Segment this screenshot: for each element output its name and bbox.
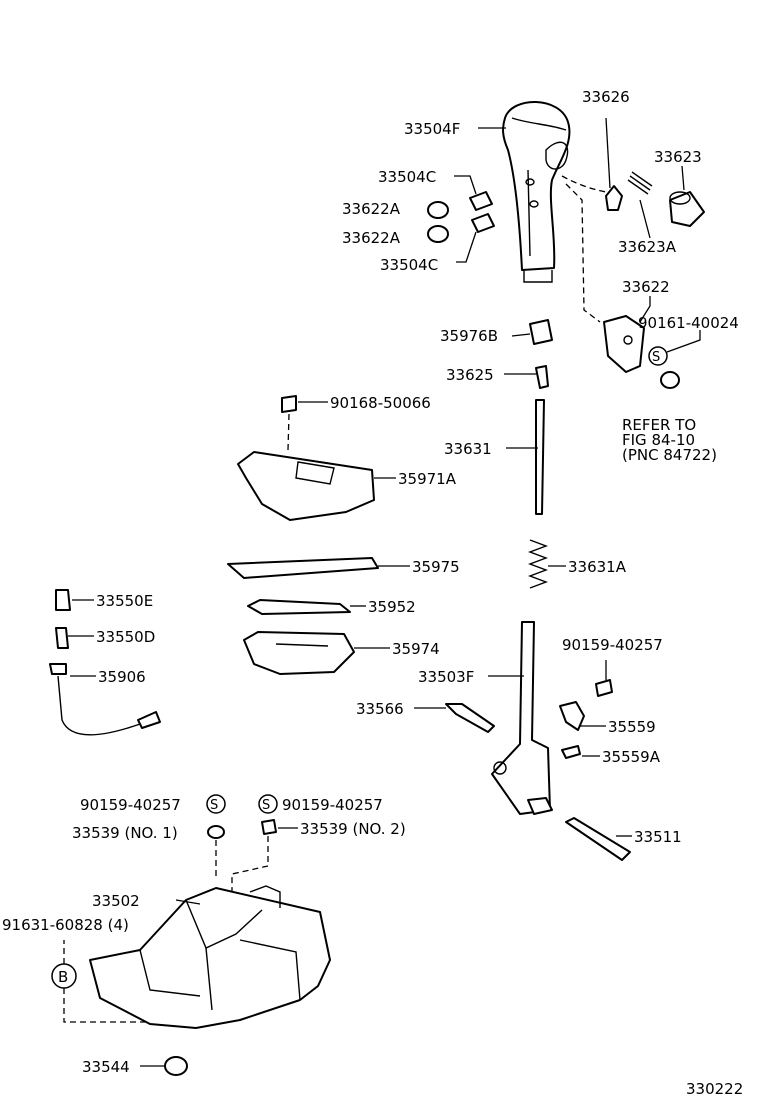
bushing-33539-1[interactable] [207, 825, 225, 839]
label-33622: 33622 [622, 278, 670, 296]
label-33550E: 33550E [96, 592, 153, 610]
s-mark-left-text: S [210, 798, 218, 813]
clip-35559A[interactable] [561, 745, 600, 759]
label-33625: 33625 [446, 366, 494, 384]
pin-33511[interactable] [565, 817, 632, 861]
cap-33622A-lower[interactable] [427, 225, 449, 243]
bushing-33539-2[interactable] [261, 819, 298, 835]
cap-33622A-upper[interactable] [427, 201, 449, 219]
s-mark-left: S [206, 794, 226, 814]
label-33504C-upper: 33504C [378, 168, 436, 186]
pin-33625[interactable] [504, 365, 549, 389]
label-35952: 35952 [368, 598, 416, 616]
label-35559: 35559 [608, 718, 656, 736]
bulb-33550E[interactable] [55, 589, 94, 611]
button-33623[interactable] [669, 165, 705, 227]
lever-33622[interactable] [603, 296, 651, 373]
screw-33504C-upper[interactable] [454, 175, 493, 211]
screw-90168[interactable] [281, 395, 328, 413]
catalog-number: 330222 [686, 1080, 743, 1098]
clip-33626[interactable] [605, 117, 623, 211]
refer-line-1: REFER TO [622, 416, 696, 434]
bushing-33544[interactable] [140, 1056, 188, 1076]
label-33504F: 33504F [404, 120, 460, 138]
label-35975: 35975 [412, 558, 460, 576]
socket-33550D[interactable] [55, 627, 94, 649]
label-33566: 33566 [356, 700, 404, 718]
lever-33503F[interactable] [488, 621, 553, 815]
label-90159-40257-a: 90159-40257 [562, 636, 663, 654]
b-mark: B [51, 963, 77, 989]
label-33626: 33626 [582, 88, 630, 106]
label-35971A: 35971A [398, 470, 457, 488]
nut-refer[interactable] [660, 371, 680, 389]
label-90168-50066: 90168-50066 [330, 394, 431, 412]
label-33502: 33502 [92, 892, 140, 910]
label-90161-40024: 90161-40024 [638, 314, 739, 332]
s-mark-text: S [652, 350, 660, 365]
label-33503F: 33503F [418, 668, 474, 686]
label-33631: 33631 [444, 440, 492, 458]
wire-35906[interactable] [49, 663, 161, 736]
cap-35976B[interactable] [511, 319, 553, 345]
label-33504C-lower: 33504C [380, 256, 438, 274]
label-91631-60828: 91631-60828 (4) [2, 916, 129, 934]
label-33623: 33623 [654, 148, 702, 166]
s-mark-90161: S [648, 330, 701, 366]
label-33622A-lower: 33622A [342, 229, 401, 247]
base-33502[interactable] [89, 885, 331, 1029]
label-35974: 35974 [392, 640, 440, 658]
label-33631A: 33631A [568, 558, 627, 576]
spring-33631A[interactable] [528, 539, 566, 589]
housing-35971A[interactable] [237, 451, 396, 521]
refer-line-3: (PNC 84722) [622, 446, 717, 464]
s-mark-right-text: S [262, 798, 270, 813]
label-35906: 35906 [98, 668, 146, 686]
screw-33504C-lower[interactable] [456, 213, 495, 263]
label-33622A-upper: 33622A [342, 200, 401, 218]
label-33623A: 33623A [618, 238, 677, 256]
label-33511: 33511 [634, 828, 682, 846]
shift-knob[interactable] [478, 101, 571, 283]
label-35976B: 35976B [440, 327, 498, 345]
pin-33566[interactable] [414, 703, 495, 733]
label-33539-no2: 33539 (NO. 2) [300, 820, 406, 838]
label-35559A: 35559A [602, 748, 661, 766]
spring-33623A[interactable] [627, 171, 653, 239]
plate-35975[interactable] [227, 557, 410, 579]
label-90159-40257-c: 90159-40257 [282, 796, 383, 814]
s-mark-right: S [258, 794, 278, 814]
screw-90159-a[interactable] [595, 660, 613, 697]
label-33539-no1: 33539 (NO. 1) [72, 824, 178, 842]
refer-line-2: FIG 84-10 [622, 431, 695, 449]
label-90159-40257-b: 90159-40257 [80, 796, 181, 814]
rod-33631[interactable] [506, 399, 545, 515]
plate-35974[interactable] [243, 631, 390, 675]
label-33544: 33544 [82, 1058, 130, 1076]
plate-35952[interactable] [247, 599, 366, 615]
label-33550D: 33550D [96, 628, 155, 646]
bracket-35559[interactable] [559, 701, 606, 731]
b-mark-text: B [58, 968, 68, 986]
